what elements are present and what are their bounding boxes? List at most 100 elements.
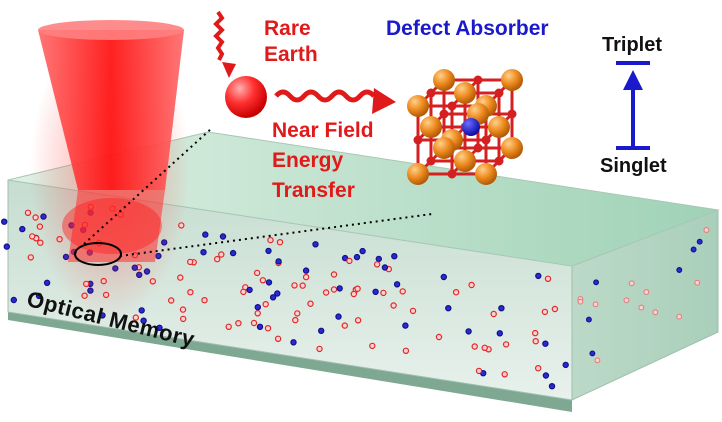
zoom-indicator <box>74 127 433 266</box>
lattice-bond-node <box>426 156 436 166</box>
defect-particle <box>274 290 281 297</box>
lattice-bond-node <box>447 101 457 111</box>
defect-particle <box>10 296 18 304</box>
rare-earth-particle <box>322 289 330 296</box>
rare-earth-particle <box>330 286 338 293</box>
rare-earth-particle <box>250 319 258 327</box>
rare-earth-particle <box>399 288 406 295</box>
lattice-atom <box>433 69 455 91</box>
defect-particle <box>391 253 398 260</box>
laser-cone <box>38 30 184 190</box>
defect-particle <box>498 305 505 312</box>
defect-particle <box>3 243 11 250</box>
rare-earth-particle <box>259 277 267 284</box>
rare-earth-particle <box>253 269 261 277</box>
rare-earth-particle <box>307 300 314 307</box>
defect-particle <box>335 313 342 320</box>
defect-particle <box>562 361 569 369</box>
defect-particle <box>265 247 272 255</box>
rare-earth-particle <box>369 342 376 350</box>
rare-earth-particle <box>187 289 194 296</box>
rare-earth-label-line1: Rare <box>264 17 311 40</box>
rare-earth-particle <box>452 289 460 296</box>
lattice-atom <box>501 137 523 159</box>
rare-earth-particle <box>29 233 36 240</box>
defect-particle <box>312 241 319 248</box>
lattice-atom <box>488 116 510 138</box>
rare-earth-particle <box>676 313 683 320</box>
laser-cone-top <box>38 20 184 40</box>
transfer-label-line1: Near Field <box>272 119 374 142</box>
defect-particle <box>254 304 261 311</box>
defect-particle <box>200 248 207 256</box>
rare-earth-particle <box>623 297 630 304</box>
lattice-atom <box>407 163 429 185</box>
rare-earth-particle <box>577 298 584 305</box>
rare-earth-particle <box>535 365 542 372</box>
rare-earth-particle <box>302 273 310 281</box>
zoom-ellipse <box>74 242 122 266</box>
lattice-atom <box>501 69 523 91</box>
defect-particle <box>589 350 596 357</box>
defect-particle <box>676 267 683 273</box>
rare-earth-particle <box>292 316 299 324</box>
defect-particle <box>535 272 542 280</box>
rare-earth-particle <box>652 309 659 316</box>
lattice-bond-node <box>494 156 504 166</box>
rare-earth-particle <box>501 371 508 378</box>
defect-particle <box>269 294 277 301</box>
defect-particle <box>246 286 253 294</box>
rare-earth-particle <box>409 307 417 315</box>
defect-particle <box>445 305 452 312</box>
rare-earth-particle <box>235 320 242 327</box>
rare-earth-particle <box>299 282 306 289</box>
rare-earth-particle <box>316 345 323 353</box>
rare-earth-particle <box>380 289 387 297</box>
rare-earth-particle <box>490 310 497 318</box>
energy-transfer-arrow <box>274 88 396 114</box>
defect-particle <box>542 372 550 379</box>
defect-particle <box>138 307 145 314</box>
defect-particle <box>465 328 472 335</box>
lattice-bond-node <box>473 143 483 153</box>
rare-earth-particle <box>435 333 443 341</box>
defect-particle <box>156 324 163 331</box>
rare-earth-particle <box>27 254 34 261</box>
defect-particle <box>353 253 361 261</box>
rare-earth-particle <box>179 315 187 323</box>
defect-absorber-label: Defect Absorber <box>386 17 549 40</box>
defect-particle <box>440 273 447 281</box>
rare-earth-particle <box>532 338 539 345</box>
rare-earth-particle <box>551 305 559 313</box>
defect-particle <box>690 246 697 253</box>
rare-earth-particle <box>186 258 194 266</box>
lattice-atom <box>420 116 442 138</box>
rare-earth-particle <box>167 297 175 304</box>
rare-earth-particle <box>294 310 301 317</box>
lattice-bond-node <box>439 109 449 119</box>
rare-earth-particle <box>643 289 650 296</box>
rare-earth-particle <box>346 257 353 265</box>
rare-earth-particle <box>475 367 483 375</box>
rare-earth-particle <box>638 304 645 311</box>
lattice-atom <box>454 82 476 104</box>
rare-earth-particle <box>390 302 397 309</box>
rare-earth-particle <box>468 281 475 289</box>
rare-earth-particle <box>276 238 284 246</box>
rare-earth-particle <box>177 274 184 281</box>
rare-earth-ion <box>225 76 267 118</box>
lattice-bond-node <box>473 75 483 85</box>
defect-particle <box>318 327 325 334</box>
incoming-photon-arrow <box>213 10 236 78</box>
rare-earth-particle <box>264 325 272 332</box>
rare-earth-particle <box>218 251 225 258</box>
defect-particle <box>359 247 366 255</box>
rare-earth-particle <box>330 271 338 278</box>
rare-earth-particle <box>628 280 635 287</box>
defect-particle <box>290 339 297 346</box>
rare-earth-particle <box>694 279 701 286</box>
rare-earth-particle <box>274 335 282 342</box>
defect-particle <box>19 225 26 233</box>
rare-earth-particle <box>179 306 187 313</box>
rare-earth-particle <box>291 282 298 289</box>
